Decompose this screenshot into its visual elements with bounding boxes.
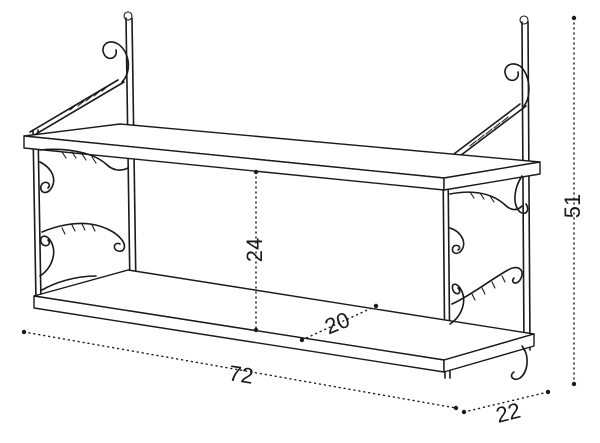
left-front-leg: [32, 129, 42, 303]
dimension-total-height: 51: [560, 15, 585, 387]
right-top-scroll-arm: [445, 63, 530, 163]
label-height-between-shelves: 24: [242, 238, 267, 262]
bottom-shelf: [33, 269, 535, 373]
label-total-height: 51: [560, 194, 585, 218]
left-top-scroll-arm: [29, 41, 130, 135]
label-total-depth: 22: [493, 398, 523, 428]
left-side-scrollwork: [39, 148, 129, 291]
label-total-width: 72: [227, 360, 255, 389]
right-side-scrollwork: [449, 175, 529, 381]
dimension-total-width: 72: [21, 329, 459, 411]
dimension-inner-height: 24: [242, 169, 267, 333]
right-wall-rod: [519, 15, 531, 351]
dimension-total-depth: 22: [461, 389, 551, 428]
top-shelf: [23, 123, 541, 191]
